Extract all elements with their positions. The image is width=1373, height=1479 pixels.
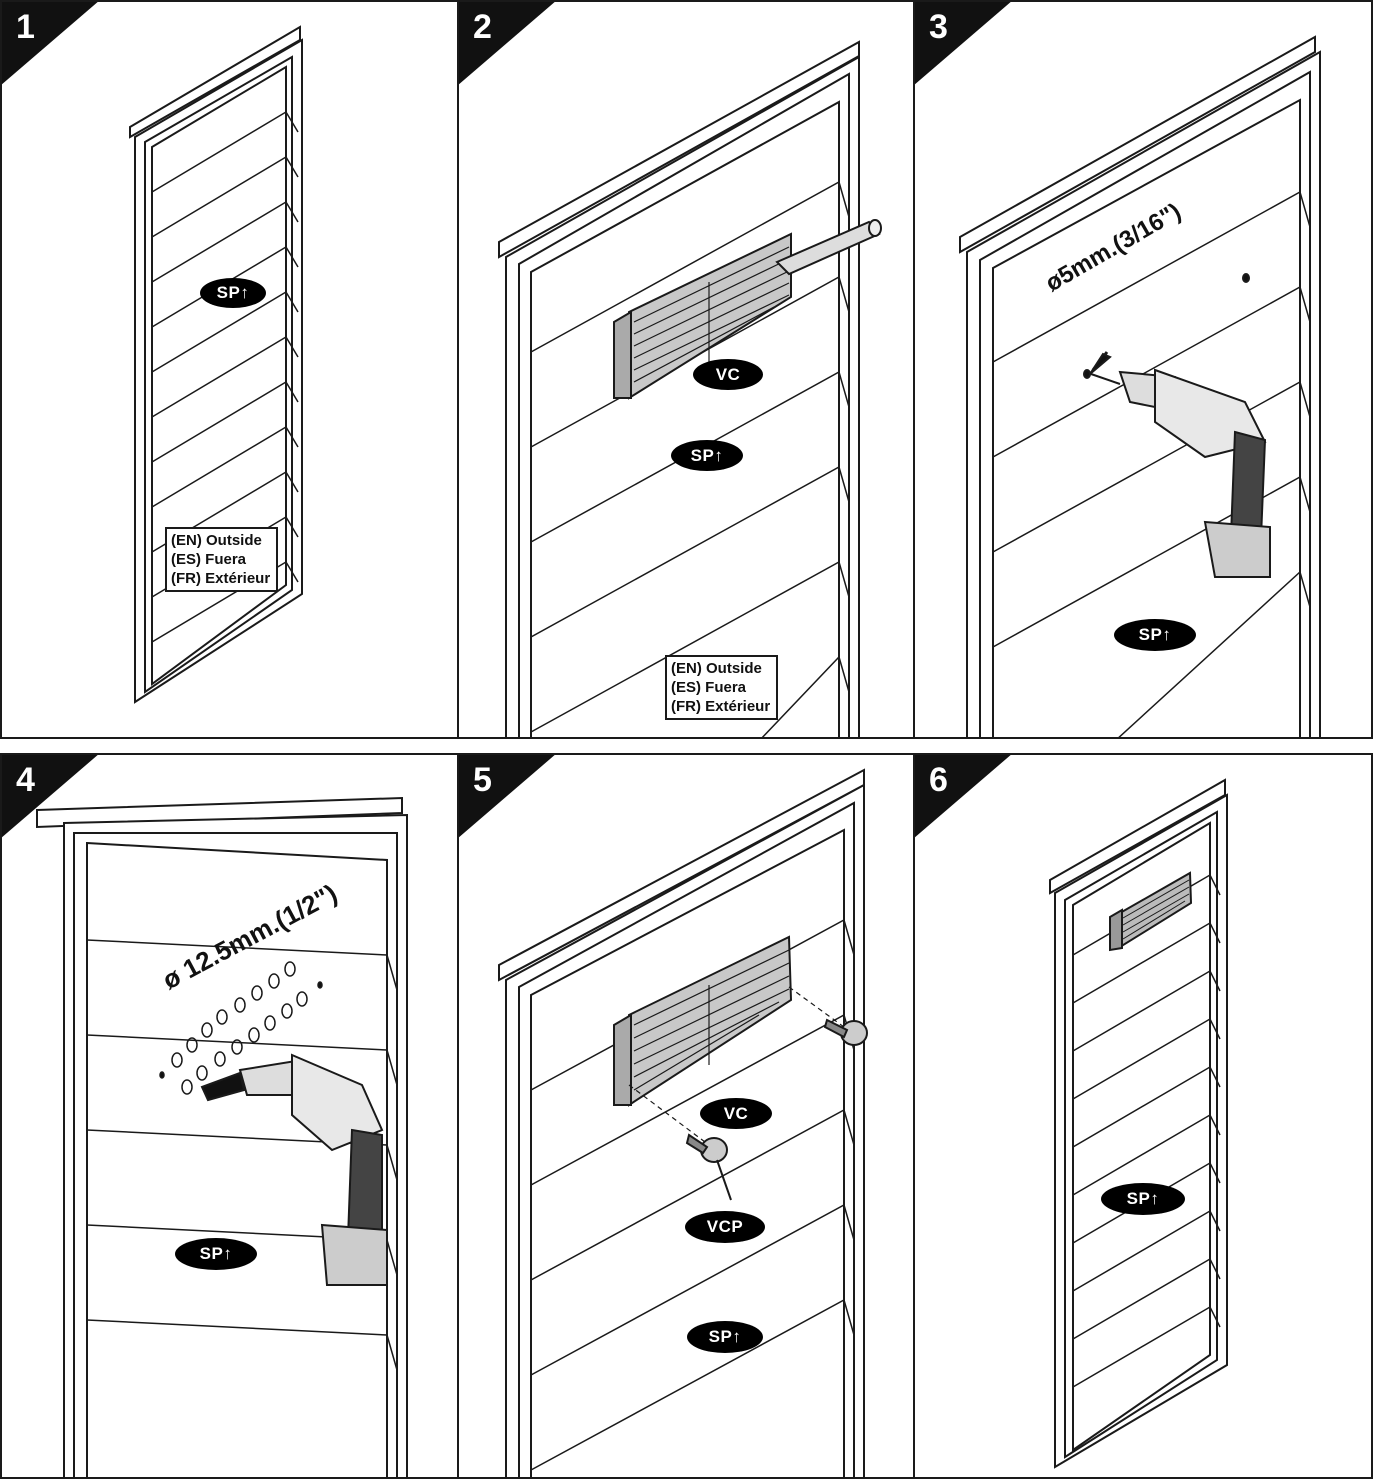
step-number: 4 bbox=[16, 763, 35, 797]
step-4-panel: 4 ø 12.5mm.(1/2") SP↑ bbox=[0, 753, 460, 1479]
label-es: (ES) Fuera bbox=[671, 678, 770, 697]
step-number-tab bbox=[0, 753, 100, 839]
step-1-panel: 1 SP↑ (EN) Outside (ES) Fuera (FR) Extér… bbox=[0, 0, 460, 739]
sp-arrow-tag: SP↑ bbox=[175, 1238, 257, 1270]
vent-cover-install-illustration bbox=[459, 755, 916, 1479]
sp-arrow-tag: SP↑ bbox=[1101, 1183, 1185, 1215]
step-number-tab bbox=[0, 0, 100, 86]
step-3-panel: 3 ø5mm.(3/16") SP↑ bbox=[913, 0, 1373, 739]
outside-label: (EN) Outside (ES) Fuera (FR) Extérieur bbox=[165, 527, 278, 592]
drilling-vent-holes-illustration bbox=[2, 755, 460, 1479]
step-6-panel: 6 SP↑ bbox=[913, 753, 1373, 1479]
label-es: (ES) Fuera bbox=[171, 550, 270, 569]
step-number-tab bbox=[457, 0, 557, 86]
step-number-tab bbox=[913, 0, 1013, 86]
sp-arrow-tag: SP↑ bbox=[671, 440, 743, 471]
shutter-with-vent-illustration bbox=[459, 2, 916, 739]
sp-arrow-tag: SP↑ bbox=[687, 1321, 763, 1353]
sp-arrow-tag: SP↑ bbox=[200, 278, 266, 308]
label-en: (EN) Outside bbox=[671, 659, 770, 678]
label-fr: (FR) Extérieur bbox=[171, 569, 270, 588]
step-number: 2 bbox=[473, 10, 492, 44]
label-fr: (FR) Extérieur bbox=[671, 697, 770, 716]
step-number-tab bbox=[913, 753, 1013, 839]
louvered-shutter-illustration bbox=[2, 2, 460, 739]
vc-tag: VC bbox=[693, 359, 763, 390]
label-en: (EN) Outside bbox=[171, 531, 270, 550]
vc-tag: VC bbox=[700, 1098, 772, 1129]
step-number: 6 bbox=[929, 763, 948, 797]
vcp-tag: VCP bbox=[685, 1211, 765, 1243]
finished-shutter-illustration bbox=[915, 755, 1373, 1479]
step-5-panel: 5 VC VCP SP↑ bbox=[457, 753, 916, 1479]
step-number: 1 bbox=[16, 10, 35, 44]
step-2-panel: 2 VC SP↑ (EN) Outside (ES) Fuera (FR) Ex… bbox=[457, 0, 916, 739]
step-number: 3 bbox=[929, 10, 948, 44]
sp-arrow-tag: SP↑ bbox=[1114, 619, 1196, 651]
step-number: 5 bbox=[473, 763, 492, 797]
outside-label: (EN) Outside (ES) Fuera (FR) Extérieur bbox=[665, 655, 778, 720]
step-number-tab bbox=[457, 753, 557, 839]
